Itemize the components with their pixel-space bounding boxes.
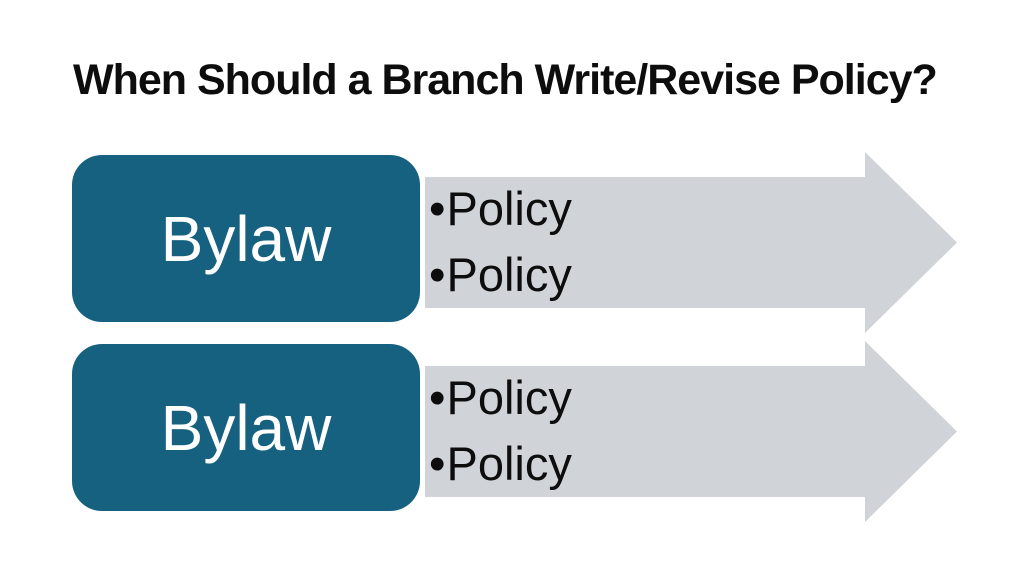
bullet-icon: • [429, 182, 446, 235]
right-arrow-shape [425, 152, 957, 333]
slide-title: When Should a Branch Write/Revise Policy… [73, 56, 938, 104]
bullet-list: • Policy • Policy [429, 365, 849, 497]
bullet-item: • Policy [429, 176, 849, 242]
bullet-text: Policy [446, 437, 572, 490]
bullet-item: • Policy [429, 431, 849, 497]
bylaw-shape: Bylaw [72, 155, 420, 322]
bullet-icon: • [429, 248, 446, 301]
bullet-item: • Policy [429, 365, 849, 431]
bullet-icon: • [429, 371, 446, 424]
bullet-text: Policy [446, 248, 572, 301]
bylaw-shape: Bylaw [72, 344, 420, 511]
bylaw-label: Bylaw [160, 391, 332, 464]
bullet-text: Policy [446, 182, 572, 235]
bullet-item: • Policy [429, 242, 849, 308]
bullet-icon: • [429, 437, 446, 490]
bylaw-label: Bylaw [160, 202, 332, 275]
bullet-text: Policy [446, 371, 572, 424]
bullet-list: • Policy • Policy [429, 176, 849, 308]
right-arrow-shape [425, 341, 957, 522]
